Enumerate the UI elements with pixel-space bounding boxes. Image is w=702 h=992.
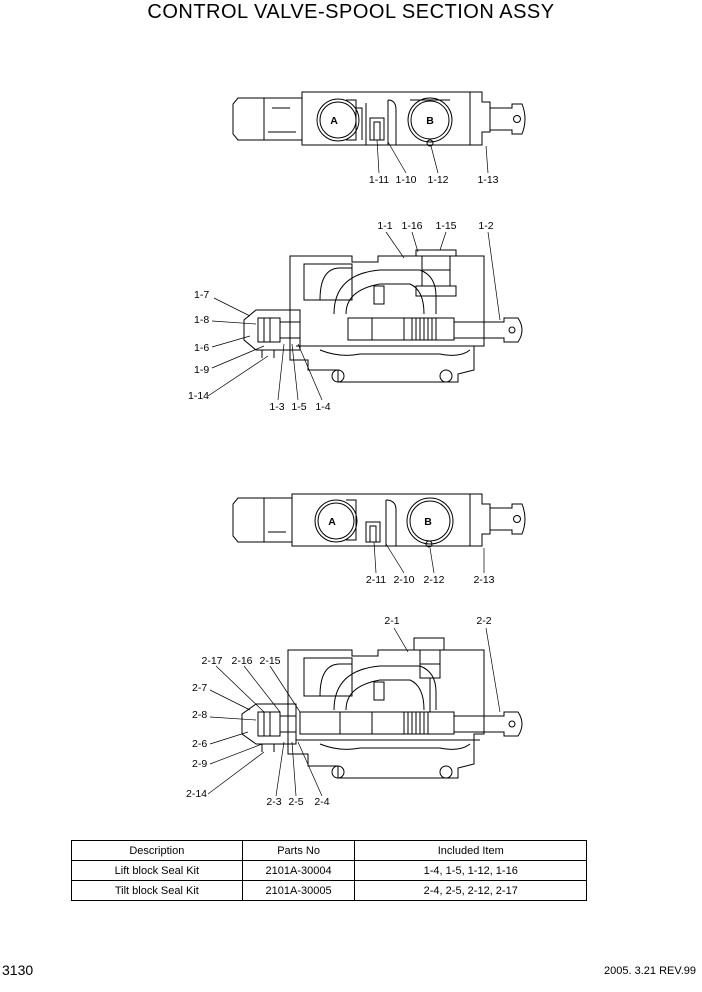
callout: 1-13	[477, 174, 498, 186]
column-header: Description	[71, 840, 243, 861]
view4-section-drawing	[241, 637, 523, 779]
callout: 2-6	[192, 738, 207, 750]
callout: 2-17	[201, 655, 222, 667]
callout: 1-4	[315, 401, 330, 413]
page-number: 3130	[2, 962, 34, 978]
callout: 1-9	[194, 364, 209, 376]
table-cell: Lift block Seal Kit	[71, 860, 243, 881]
callout: 1-1	[377, 220, 392, 232]
column-header: Included Item	[354, 840, 587, 861]
callout: 2-10	[393, 574, 414, 586]
callout: 2-15	[259, 655, 280, 667]
callout: 1-3	[269, 401, 284, 413]
table-header-row: Description Parts No Included Item	[71, 840, 587, 861]
callout: 2-8	[192, 709, 207, 721]
view1-top-drawing	[232, 91, 526, 147]
table-cell: 2-4, 2-5, 2-12, 2-17	[354, 880, 587, 901]
callout: 2-12	[423, 574, 444, 586]
callout: 2-4	[314, 796, 329, 808]
callout: 1-16	[401, 220, 422, 232]
callout: 1-7	[194, 289, 209, 301]
port-b-label-1: B	[426, 115, 434, 127]
callout: 2-3	[266, 796, 281, 808]
table-cell: Tilt block Seal Kit	[71, 880, 243, 901]
table-cell: 2101A-30005	[241, 880, 356, 901]
callout: 1-6	[194, 342, 209, 354]
page-title: CONTROL VALVE-SPOOL SECTION ASSY	[147, 1, 555, 23]
table-cell: 1-4, 1-5, 1-12, 1-16	[354, 860, 587, 881]
callout: 2-5	[288, 796, 303, 808]
port-b-label-2: B	[424, 516, 432, 528]
view2-section-drawing	[243, 249, 523, 383]
callout: 1-15	[435, 220, 456, 232]
callout: 1-14	[188, 390, 209, 402]
callout: 2-7	[192, 682, 207, 694]
callout: 2-2	[476, 615, 491, 627]
table-cell: 2101A-30004	[241, 860, 356, 881]
callout: 1-11	[369, 174, 389, 186]
seal-kit-table: Description Parts No Included Item Lift …	[71, 840, 587, 901]
callout: 1-10	[395, 174, 416, 186]
table-row: Lift block Seal Kit 2101A-30004 1-4, 1-5…	[71, 860, 587, 881]
callout: 1-12	[427, 174, 448, 186]
table-row: Tilt block Seal Kit 2101A-30005 2-4, 2-5…	[71, 880, 587, 901]
callout: 2-1	[384, 615, 399, 627]
callout: 2-13	[473, 574, 494, 586]
callout: 2-11	[366, 574, 386, 586]
callout: 1-8	[194, 314, 209, 326]
callout: 2-9	[192, 758, 207, 770]
callout: 2-14	[186, 788, 207, 800]
callout: 2-16	[231, 655, 252, 667]
callout: 1-2	[478, 220, 493, 232]
column-header: Parts No	[241, 840, 356, 861]
port-a-label-1: A	[330, 115, 338, 127]
view3-top-drawing	[232, 493, 526, 548]
callout: 1-5	[291, 401, 306, 413]
revision-date: 2005. 3.21 REV.99	[604, 965, 696, 977]
port-a-label-2: A	[328, 516, 336, 528]
